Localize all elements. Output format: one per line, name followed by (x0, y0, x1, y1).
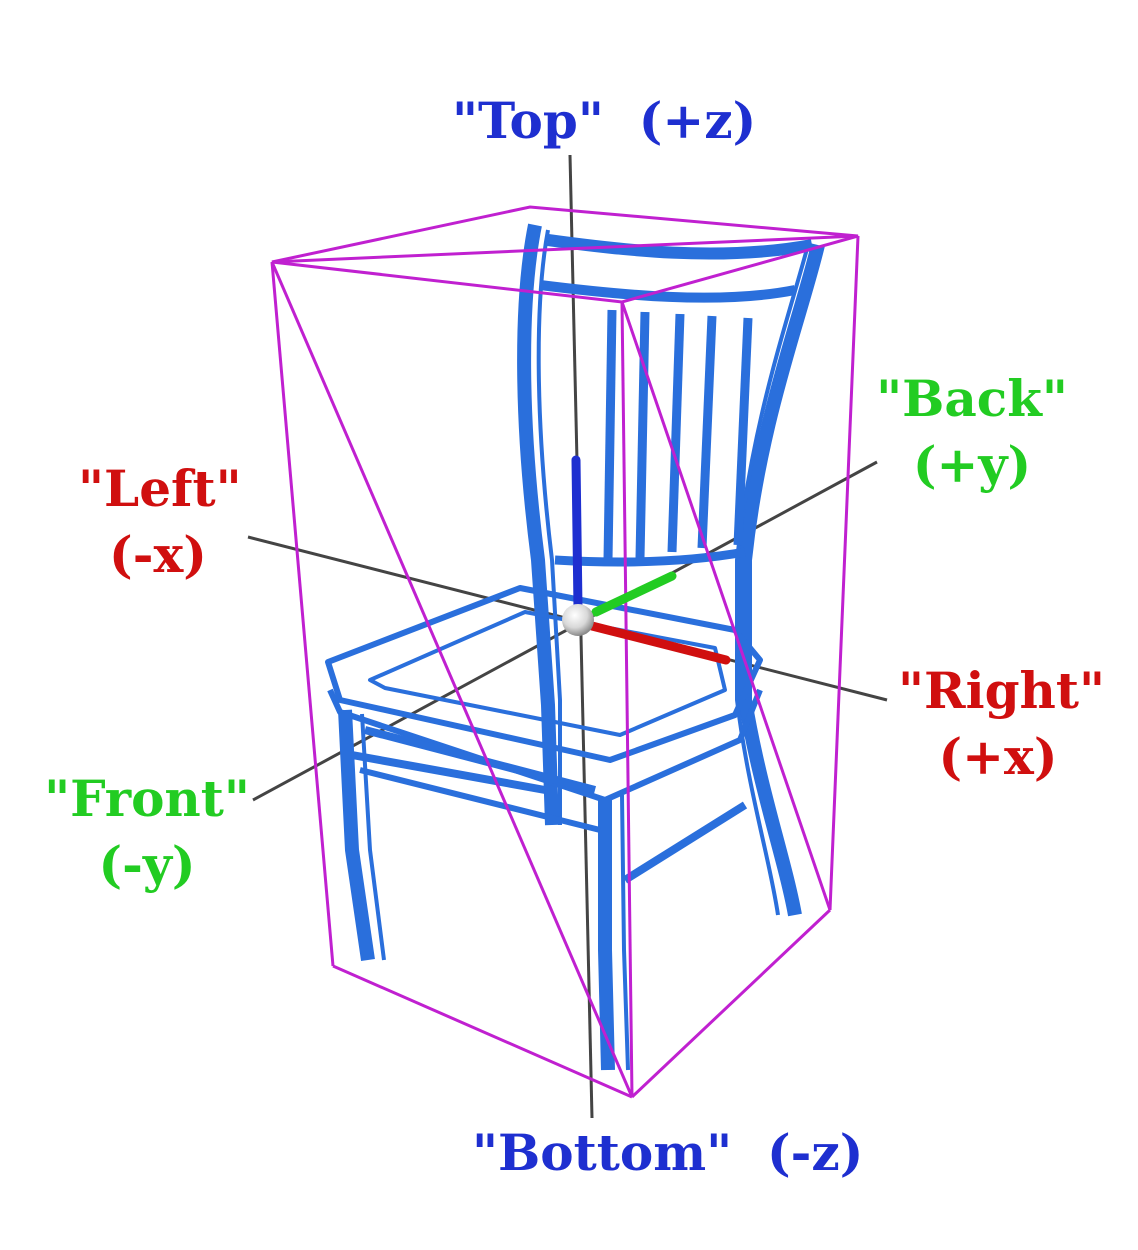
label-front-name: "Front" (44, 769, 250, 828)
chair-back-left-post (517, 223, 559, 826)
bounding-box (270, 205, 860, 1099)
label-back-name: "Back" (876, 369, 1068, 428)
label-top: "Top" (+z) (452, 92, 756, 150)
label-bottom-name: "Bottom" (472, 1123, 733, 1182)
chair-back-left-post-inner (536, 229, 562, 825)
y-axis-arrow (591, 571, 677, 617)
z-axis-arrow (571, 455, 583, 613)
label-left-axis: (-x) (109, 525, 207, 584)
z-axis-line (568, 154, 594, 1119)
label-right: "Right" (+x) (898, 661, 1106, 786)
label-left-name: "Left" (78, 459, 242, 518)
chair-wireframe (325, 223, 825, 1071)
box-edge-left-front (270, 261, 335, 967)
chair-front-apron (359, 767, 601, 833)
box-bottom-right (630, 908, 832, 1099)
origin-sphere (562, 604, 594, 636)
label-back: "Back" (+y) (872, 370, 1072, 494)
chair-front-left-leg (338, 709, 375, 962)
box-edge-right-front (620, 301, 634, 1098)
chair-seat-top (325, 585, 763, 763)
chair-top-rail (547, 234, 814, 260)
x-axis-arrow (587, 621, 731, 665)
chair-front-right-leg (598, 800, 615, 1071)
y-axis-line (252, 460, 878, 802)
label-right-name: "Right" (898, 661, 1106, 720)
chair-back-slats (603, 309, 753, 561)
box-edge-right-back (828, 235, 860, 911)
box-diagonal-left (270, 261, 634, 1098)
label-back-axis: (+y) (912, 435, 1032, 494)
chair-back-right-post (738, 243, 825, 917)
chair-seat-inner (368, 610, 727, 737)
chair-lower-back-rail (554, 547, 746, 567)
chair-top-rail-lower (539, 280, 796, 303)
box-diagonal-right (620, 301, 832, 911)
axis-arrows (571, 455, 731, 665)
chair-front-stretcher (363, 726, 597, 794)
chair-front-right-leg-inner (620, 794, 630, 1071)
chair-side-stretcher-right (622, 801, 748, 884)
label-top-axis: (+z) (638, 91, 757, 150)
label-bottom-axis: (-z) (766, 1123, 864, 1182)
chair-side-stretcher-left (351, 751, 546, 794)
label-front-axis: (-y) (98, 835, 196, 894)
label-top-name: "Top" (452, 91, 604, 150)
label-bottom: "Bottom" (-z) (472, 1124, 863, 1182)
label-left: "Left" (-x) (78, 459, 242, 584)
box-top-diagonal (271, 234, 859, 264)
label-right-axis: (+x) (938, 727, 1058, 786)
label-front: "Front" (-y) (42, 770, 252, 894)
box-bottom-front (332, 964, 633, 1099)
